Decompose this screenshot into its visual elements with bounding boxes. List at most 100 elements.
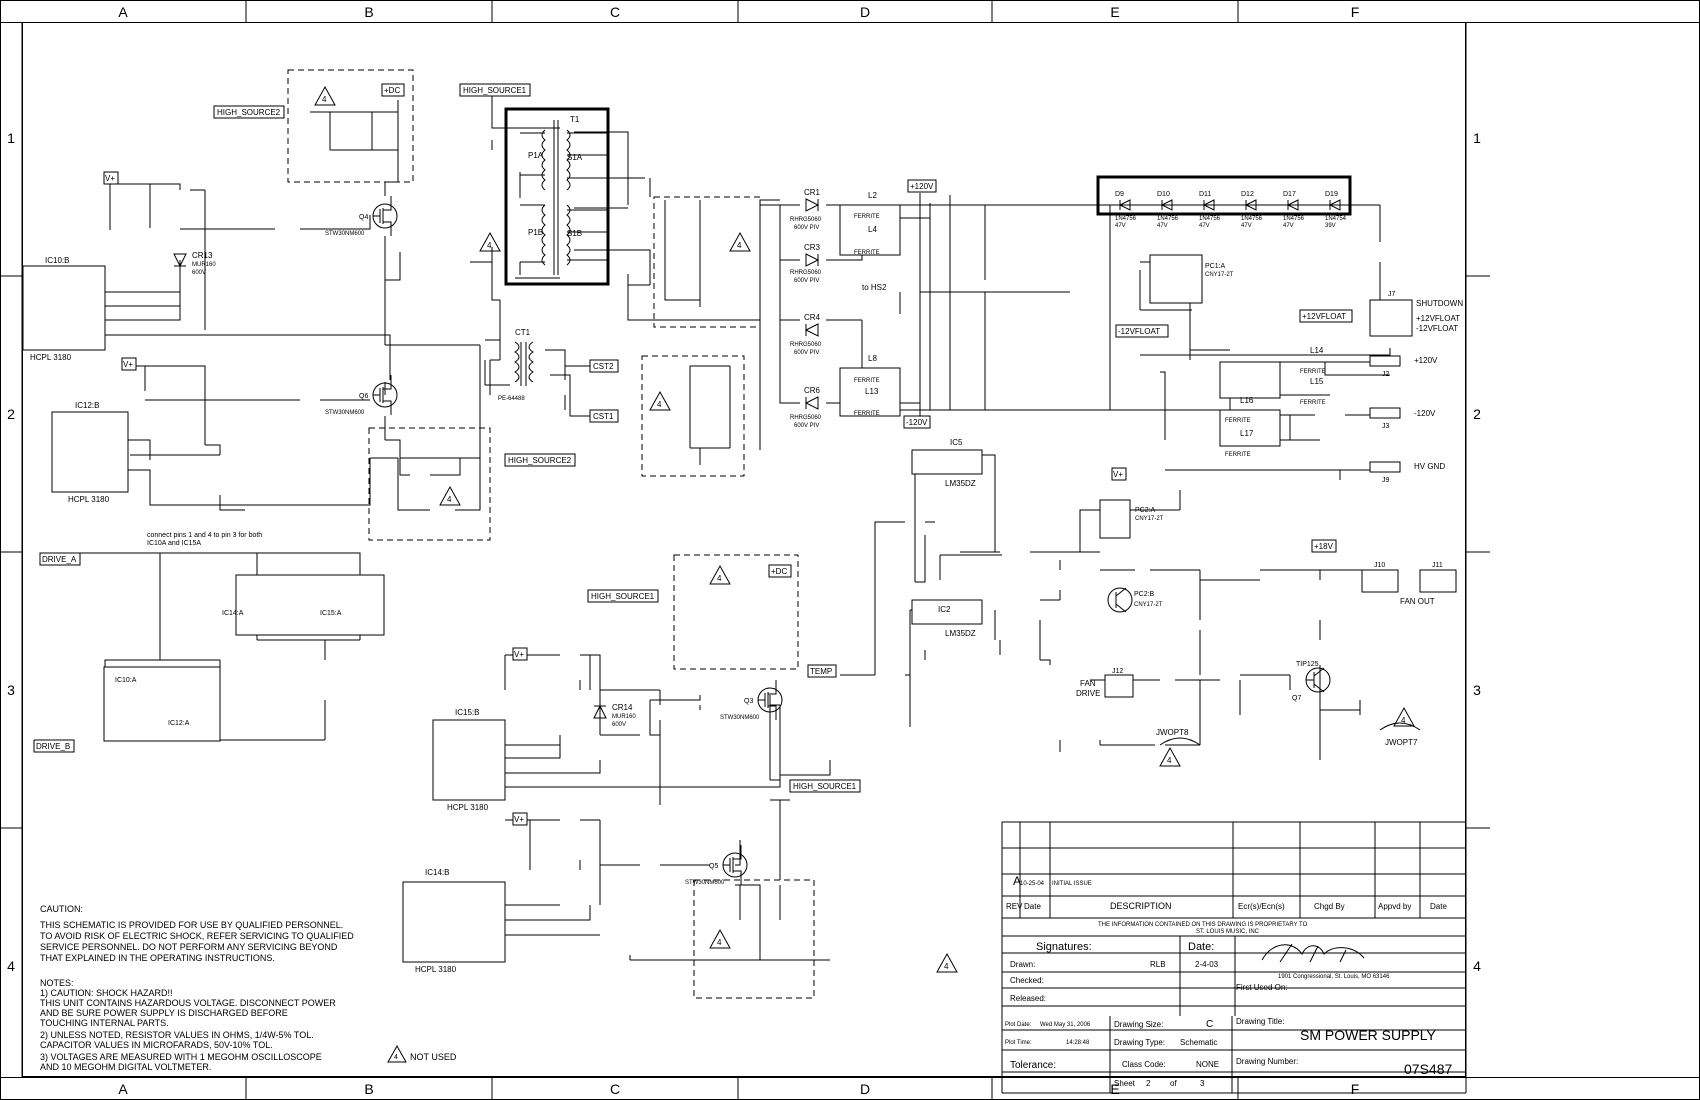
net-vplus-1: V+ — [105, 174, 115, 183]
not-used-digit: 4 — [1401, 716, 1406, 725]
net-plus12float: +12VFLOAT — [1302, 312, 1346, 321]
l15-label: L15 — [1310, 377, 1324, 386]
tolerance-label: Tolerance: — [1010, 1060, 1056, 1071]
not-used-triangle — [936, 952, 958, 973]
drive-label: DRIVE — [1076, 689, 1100, 698]
net-labels: HIGH_SOURCE2 HIGH_SOURCE1 +DC V+ V+ HIGH… — [33, 83, 1353, 826]
drawing-number: 07S487 — [1404, 1061, 1452, 1077]
ic12a-label: IC12:A — [168, 720, 190, 727]
ic5-body — [911, 449, 983, 475]
jwopt8-label: JWOPT8 — [1156, 728, 1189, 737]
col-label-b-bottom: B — [364, 1081, 373, 1097]
q6-label: Q6 — [359, 393, 368, 400]
j7-plus12: +12VFLOAT — [1416, 314, 1460, 323]
zener-chain — [1096, 175, 1352, 216]
not-used-triangle — [649, 390, 671, 411]
sheet-total: 3 — [1200, 1079, 1205, 1088]
q3-mosfet: Q3 STW30NM600 — [720, 680, 783, 721]
pc1a-body — [1149, 254, 1203, 304]
net-plus120-main: +120V — [910, 182, 934, 191]
j7-minus12: -12VFLOAT — [1416, 324, 1458, 333]
drawing-number-label: Drawing Number: — [1236, 1057, 1298, 1066]
cr4-rating: 600V PIV — [794, 350, 819, 356]
j2-net: +120V — [1414, 356, 1438, 365]
row-label-1-right: 1 — [1473, 130, 1481, 146]
drawing-type-label: Drawing Type: — [1114, 1038, 1165, 1047]
ic-boxes: IC10:B HCPL 3180 IC12:B HCPL 3180 IC15:B… — [22, 254, 1234, 974]
not-used-digit: 4 — [657, 400, 662, 409]
pc2a-label: PC2:A — [1135, 507, 1156, 514]
not-used-marker: 4 — [649, 390, 671, 411]
net-vplus-3: V+ — [514, 650, 524, 659]
q5-part: STW30NM600 — [685, 880, 725, 886]
notes-line-3: AND BE SURE POWER SUPPLY IS DISCHARGED B… — [40, 1008, 288, 1018]
p1a-label: P1A — [528, 151, 544, 160]
current-transformer-ct1: CT1 PE-64488 — [498, 328, 534, 402]
ct1-label: CT1 — [515, 328, 531, 337]
not-used-triangle — [439, 485, 461, 506]
rectifier-diodes: CR1 RHRG5060 600V PIV CR3 RHRG5060 600V … — [173, 188, 822, 728]
l13-label: L13 — [865, 387, 879, 396]
j10-label: J10 — [1374, 562, 1385, 569]
l15-ferrite: FERRITE — [1300, 400, 1326, 406]
optional-block-r33 — [693, 879, 815, 999]
h-description: DESCRIPTION — [1110, 901, 1172, 911]
zener-d10-volt: 47V — [1157, 223, 1168, 229]
not-used-digit: 4 — [447, 495, 452, 504]
j11-label: J11 — [1432, 562, 1443, 569]
zener-d19-volt: 39V — [1325, 223, 1336, 229]
wiring — [60, 90, 1400, 961]
l17-label: L17 — [1240, 429, 1254, 438]
j12-label: J12 — [1112, 668, 1123, 675]
ic10b-label: IC10:B — [45, 256, 69, 265]
cr3-diode: CR3 RHRG5060 600V PIV — [790, 243, 822, 284]
l8-l13-box — [839, 367, 901, 417]
ic15a-label: IC15:A — [320, 610, 342, 617]
rev-description: INITIAL ISSUE — [1052, 881, 1092, 887]
zener-d9-part: 1N4756 — [1115, 216, 1137, 222]
notes-line-5: 2) UNLESS NOTED, RESISTOR VALUES IN OHMS… — [40, 1030, 314, 1040]
j12-connector — [1104, 674, 1134, 698]
not-used-digit: 4 — [322, 95, 327, 104]
j11-connector — [1419, 569, 1457, 593]
ic5-label: IC5 — [950, 438, 963, 447]
l2-l4-box — [839, 204, 901, 256]
zener-d10-symbol — [1160, 199, 1173, 211]
ic14b-body — [402, 881, 506, 963]
ic10b-part: HCPL 3180 — [30, 353, 72, 362]
zener-d12-symbol — [1244, 199, 1257, 211]
cr4-diode: CR4 RHRG5060 600V PIV — [790, 313, 822, 356]
rev-letter: A — [1013, 874, 1021, 888]
cr14-rating: 600V — [612, 722, 626, 728]
net-plus-dc-top: +DC — [384, 86, 400, 95]
pc2a-part: CNY17-2T — [1135, 516, 1164, 522]
grid-labels: A B C D E F A B C D E F 1 2 3 4 1 2 3 4 — [7, 4, 1481, 1097]
not-used-digit: 4 — [717, 938, 722, 947]
j3-connector — [1369, 407, 1401, 419]
cr13-rating: 600V — [192, 270, 206, 276]
row-label-3: 3 — [7, 682, 15, 698]
net-vplus-2: V+ — [123, 360, 133, 369]
drawing-type: Schematic — [1180, 1038, 1217, 1047]
zener-d9-ref: D9 — [1115, 191, 1124, 198]
shutdown-label: SHUTDOWN — [1416, 299, 1463, 308]
j10-connector — [1361, 569, 1399, 593]
ic2-label: IC2 — [938, 605, 951, 614]
row-label-4: 4 — [7, 958, 15, 974]
q4-mosfet: Q4 STW30NM600 — [325, 196, 398, 237]
ic10a-label: IC10:A — [115, 677, 137, 684]
col-label-f: F — [1351, 4, 1360, 20]
connect-note-line2: IC10A and IC15A — [147, 540, 201, 547]
l2-ferrite: FERRITE — [854, 214, 880, 220]
l2-label: L2 — [868, 191, 877, 200]
zener-d12-part: 1N4756 — [1241, 216, 1263, 222]
transformer-t1: T1 P1A P1B S1A S1B — [504, 107, 610, 286]
plot-time: 14:28:48 — [1066, 1040, 1090, 1046]
sheet-label: Sheet — [1114, 1079, 1136, 1088]
notes-line-2: THIS UNIT CONTAINS HAZARDOUS VOLTAGE. DI… — [40, 998, 336, 1008]
